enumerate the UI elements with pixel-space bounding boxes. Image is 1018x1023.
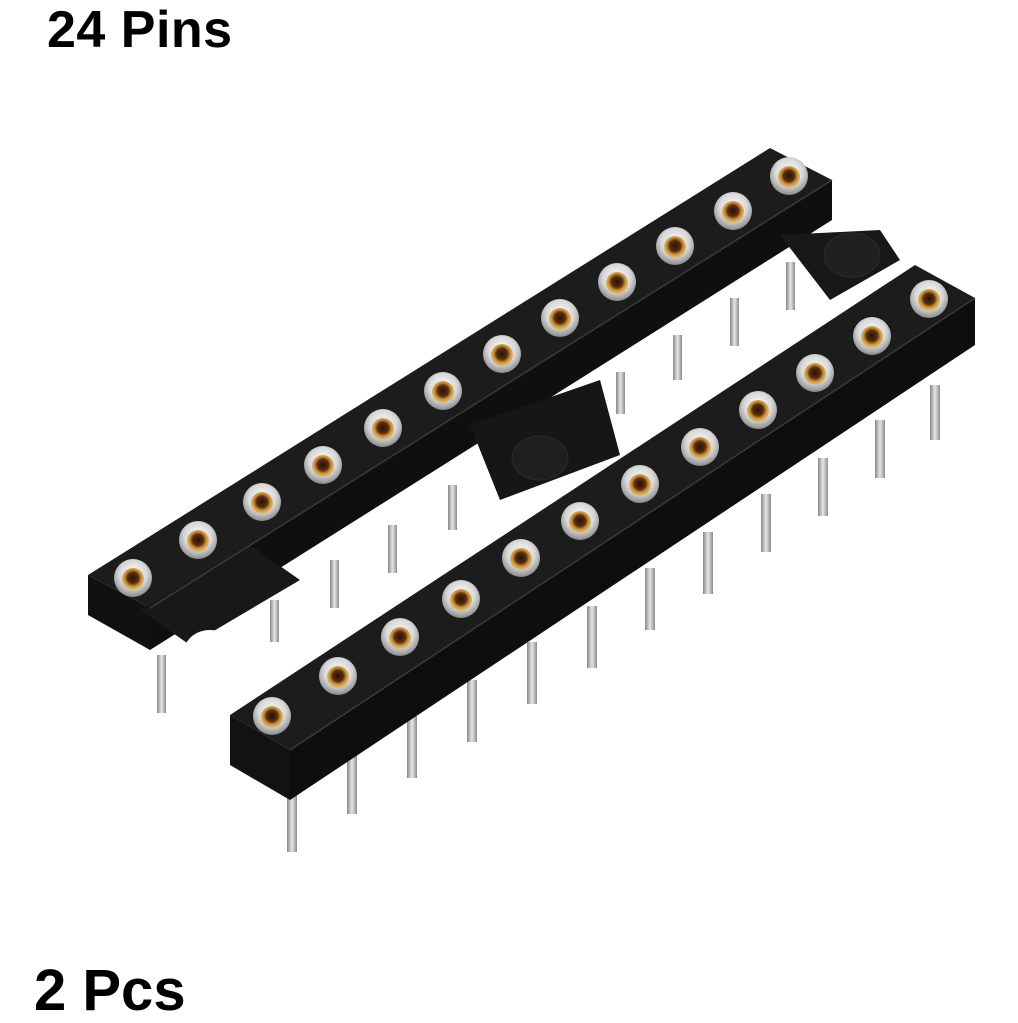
socket-legs [157,262,940,852]
contacts-front-row [253,280,948,735]
pin-count-label: 24 Pins [47,1,233,59]
contacts-back-row [114,157,808,597]
quantity-label: 2 Pcs [34,958,186,1023]
